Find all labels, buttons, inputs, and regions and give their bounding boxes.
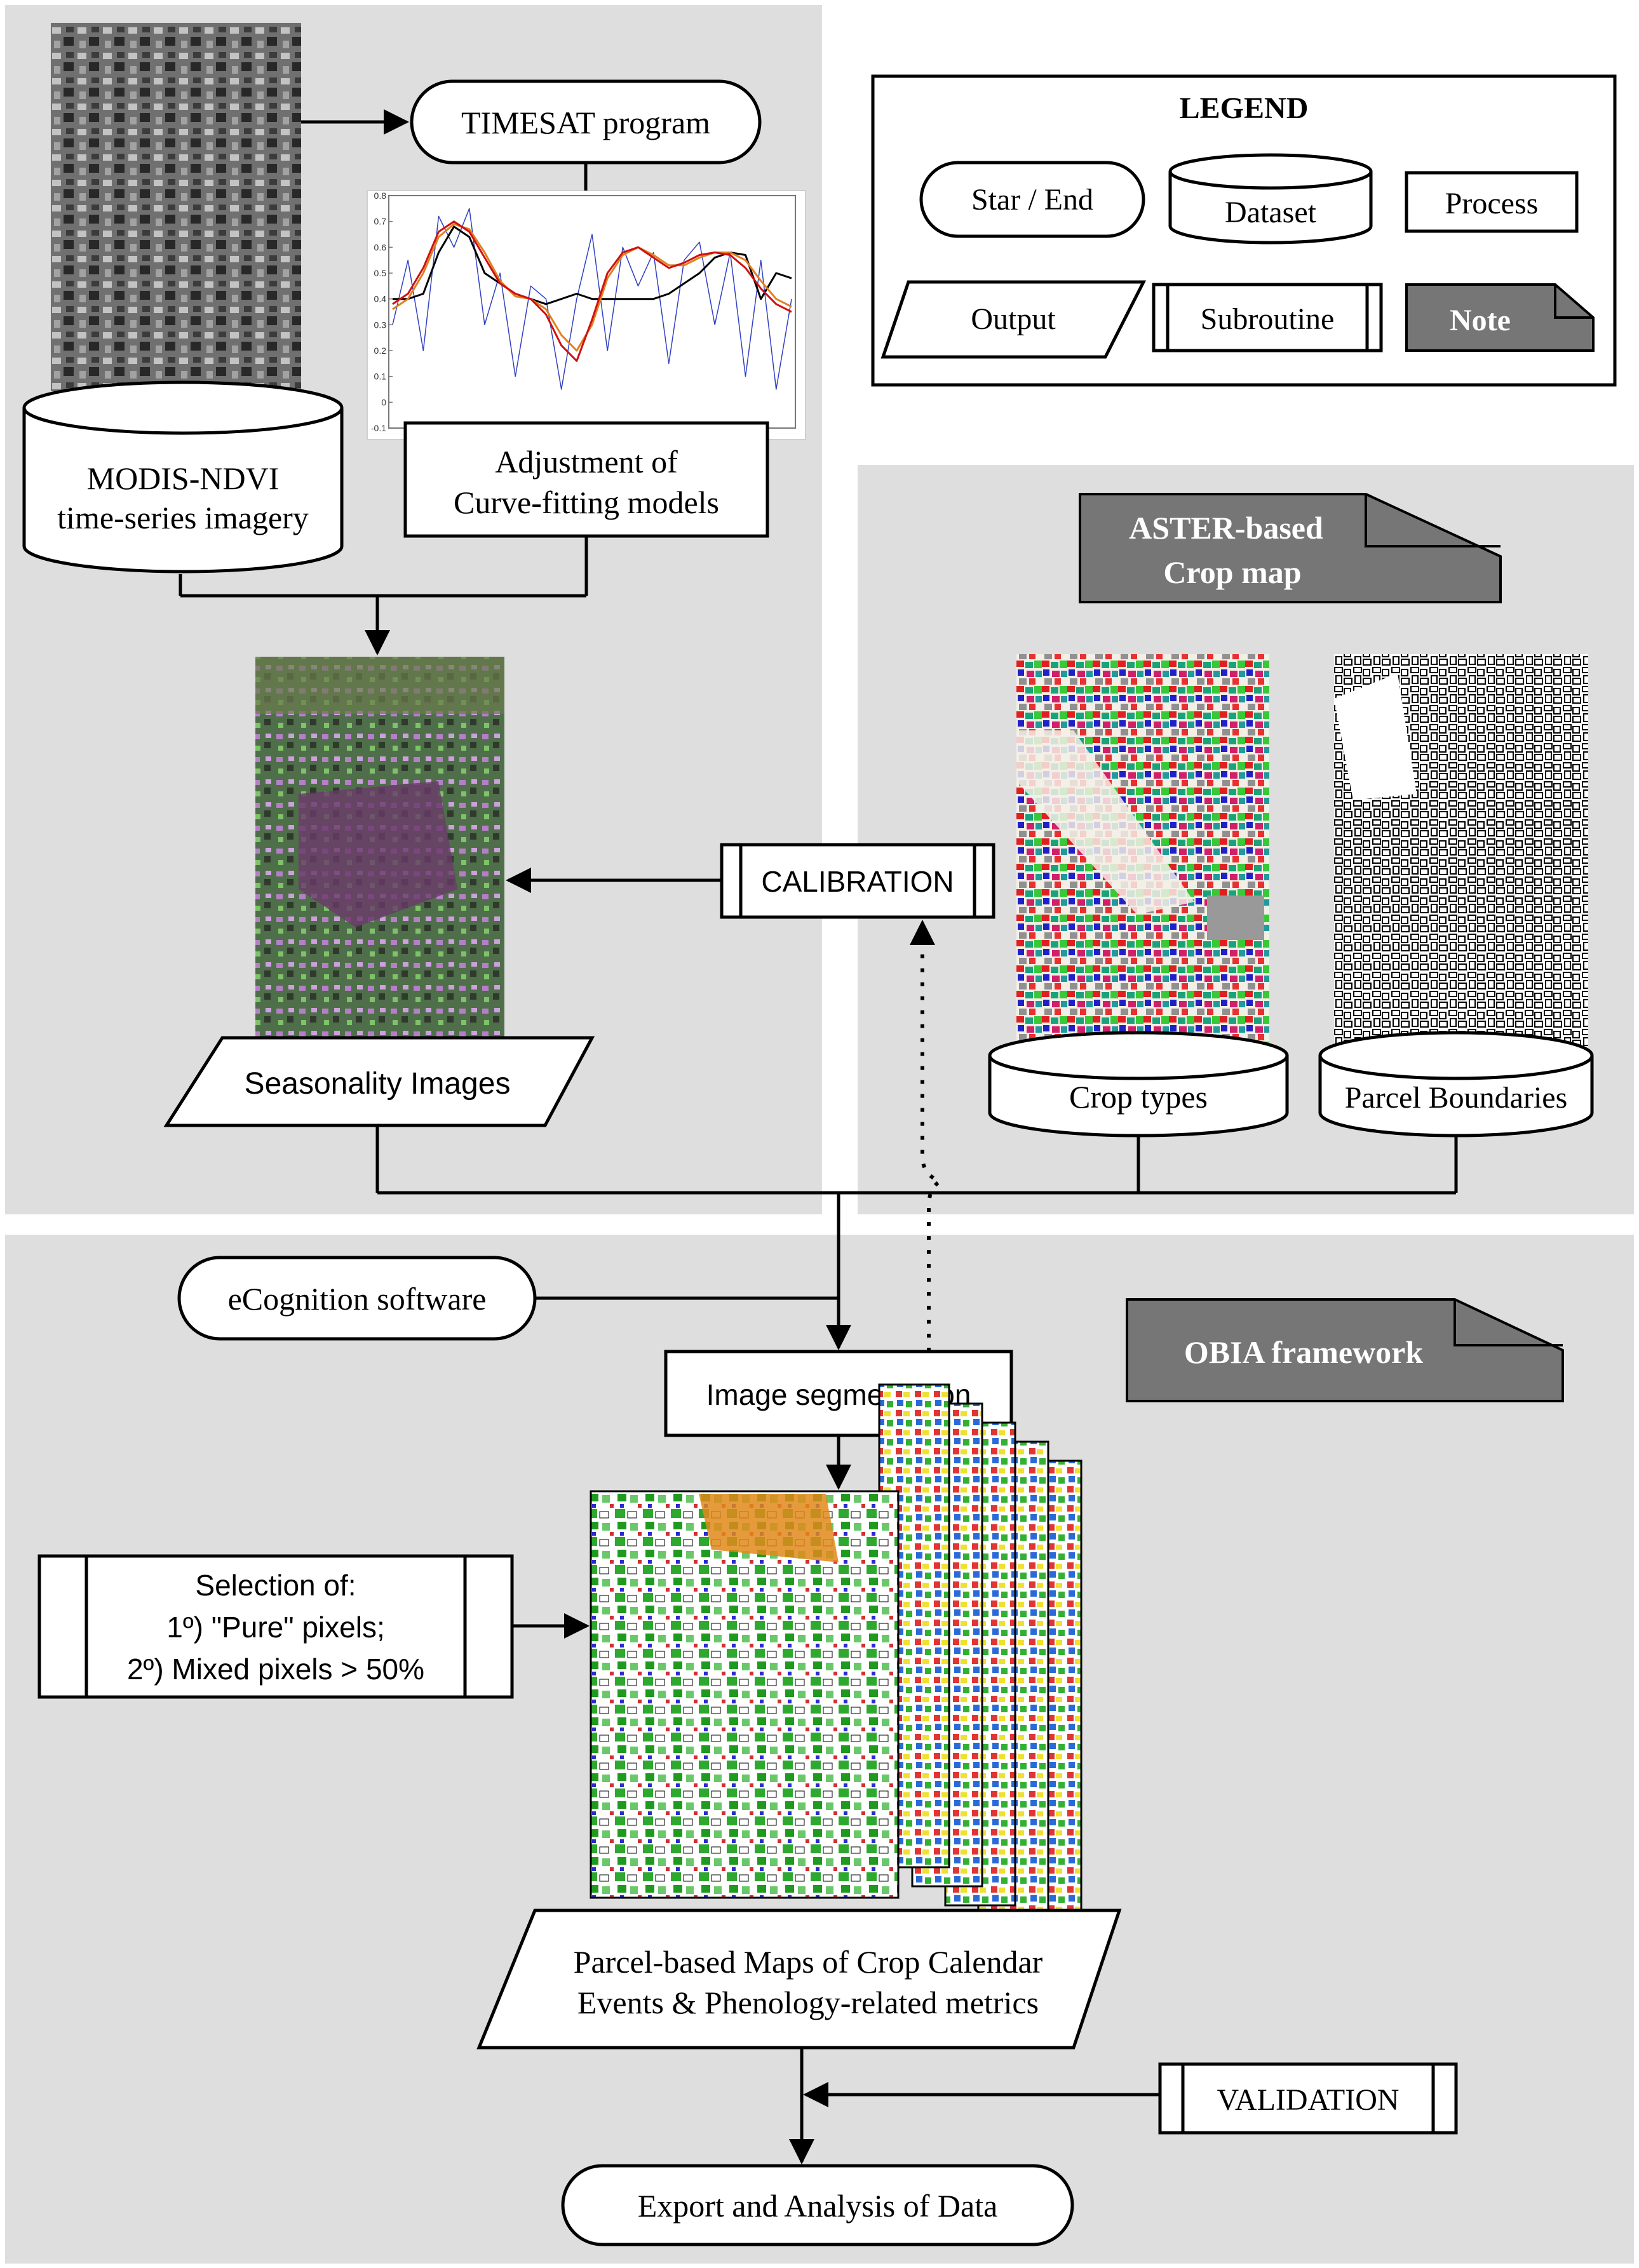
chart-y-tick-label: 0.7: [374, 217, 387, 227]
chart-series: [392, 208, 792, 390]
crop-types-image: [1016, 654, 1269, 1048]
curve-fitting-chart: 0.8 0.7 0.6 0.5 0.4 0.3 0.2 0.1 0 -0.1: [367, 190, 806, 440]
seasonality-output: Seasonality Images: [163, 1036, 595, 1127]
chart-y-tick-label: 0: [381, 397, 386, 407]
modis-ndvi-image: [51, 23, 301, 391]
export-label: Export and Analysis of Data: [638, 2188, 998, 2224]
legend-start-end: Star / End: [919, 161, 1145, 238]
chart-y-tick-label: 0.4: [374, 294, 387, 304]
chart-y-ticks: 0.8 0.7 0.6 0.5 0.4 0.3 0.2 0.1 0 -0.1: [371, 191, 393, 433]
parcel-maps-line2: Events & Phenology-related metrics: [577, 1985, 1039, 2020]
legend-note: Note: [1405, 283, 1595, 352]
chart-y-tick-label: 0.5: [374, 268, 387, 278]
parcel-boundaries-image: [1334, 654, 1588, 1048]
selection-line2: 1º) "Pure" pixels;: [166, 1611, 384, 1644]
legend-subroutine: Subroutine: [1152, 283, 1383, 352]
chart-series-line: [392, 208, 792, 390]
seasonality-image: [255, 657, 504, 1038]
export-analysis-end: Export and Analysis of Data: [561, 2164, 1074, 2246]
validation-subroutine: VALIDATION: [1158, 2062, 1458, 2135]
selection-line3: 2º) Mixed pixels > 50%: [127, 1653, 424, 1686]
validation-label: VALIDATION: [1217, 2083, 1399, 2117]
timesat-program-label: TIMESAT program: [461, 105, 710, 140]
adjustment-line1: Adjustment of: [495, 444, 678, 480]
calibration-label: CALIBRATION: [761, 865, 954, 898]
parcel-maps-stack: [590, 1383, 1083, 1945]
legend-process: Process: [1405, 171, 1579, 233]
chart-y-tick-label: 0.6: [374, 242, 387, 252]
legend-output-label: Output: [971, 302, 1056, 336]
legend-start-end-label: Star / End: [971, 183, 1093, 217]
legend-output: Output: [880, 280, 1147, 359]
selection-line1: Selection of:: [195, 1569, 356, 1602]
legend-note-label: Note: [1450, 304, 1511, 337]
timesat-program: TIMESAT program: [410, 79, 762, 164]
aster-note-line2: Crop map: [1163, 554, 1301, 590]
connectors: [179, 109, 1458, 2164]
chart-y-tick-label: 0.3: [374, 319, 387, 330]
adjustment-process: Adjustment of Curve-fitting models: [403, 421, 769, 538]
chart-series-line: [392, 220, 792, 362]
legend-dataset-label: Dataset: [1225, 196, 1317, 229]
seasonality-output-label: Seasonality Images: [245, 1067, 511, 1101]
aster-crop-map-note: ASTER-based Crop map: [1079, 493, 1502, 603]
adjustment-line2: Curve-fitting models: [454, 485, 719, 520]
legend-subroutine-label: Subroutine: [1201, 302, 1335, 336]
crop-types-dataset: Crop types: [988, 1031, 1289, 1137]
legend-dataset: Dataset: [1168, 153, 1373, 245]
ecognition-software: eCognition software: [177, 1256, 537, 1341]
modis-dataset: MODIS-NDVI time-series imagery: [22, 380, 344, 574]
legend-title: LEGEND: [1180, 91, 1309, 125]
modis-dataset-line1: MODIS-NDVI: [87, 460, 280, 496]
parcel-boundaries-dataset: Parcel Boundaries: [1318, 1031, 1594, 1137]
aster-note-line1: ASTER-based: [1129, 510, 1323, 546]
ecognition-label: eCognition software: [228, 1281, 487, 1317]
parcel-boundaries-label: Parcel Boundaries: [1345, 1081, 1568, 1115]
chart-y-tick-label: 0.8: [374, 191, 387, 201]
parcel-maps-line1: Parcel-based Maps of Crop Calendar: [574, 1944, 1043, 1980]
chart-y-tick-label: -0.1: [371, 423, 386, 433]
calibration-subroutine: CALIBRATION: [720, 843, 995, 919]
crop-types-label: Crop types: [1069, 1079, 1208, 1115]
chart-y-tick-label: 0.1: [374, 372, 387, 382]
obia-framework-note: OBIA framework: [1126, 1298, 1564, 1402]
modis-dataset-line2: time-series imagery: [57, 500, 309, 535]
obia-note-label: OBIA framework: [1184, 1334, 1424, 1370]
pixel-selection-subroutine: Selection of: 1º) "Pure" pixels; 2º) Mix…: [37, 1554, 514, 1699]
parcel-maps-output: Parcel-based Maps of Crop Calendar Event…: [476, 1909, 1122, 2050]
chart-y-tick-label: 0.2: [374, 346, 387, 356]
legend: LEGEND Star / End Dataset Process Output…: [871, 74, 1617, 387]
legend-process-label: Process: [1445, 187, 1539, 220]
